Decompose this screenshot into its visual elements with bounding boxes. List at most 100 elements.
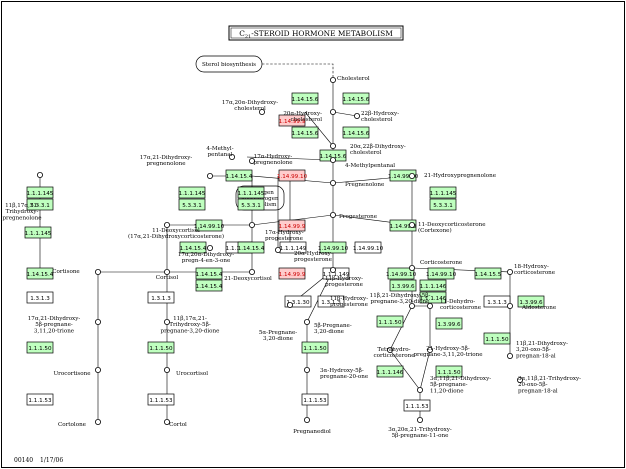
enzyme-box[interactable]: 1.14.15.4 xyxy=(180,241,207,254)
enzyme-box[interactable]: 1.14.15.5 xyxy=(475,267,502,280)
compound[interactable]: 17α,20α-Dihydroxy-cholesterol xyxy=(222,100,278,116)
compound-node[interactable] xyxy=(248,157,255,164)
enzyme-box-rect[interactable] xyxy=(517,295,545,308)
enzyme-box[interactable]: 1.14.99.9 xyxy=(389,219,417,232)
enzyme-box[interactable]: 1.14.99.9 xyxy=(278,114,306,127)
compound[interactable]: Aldosterone xyxy=(506,302,557,311)
compound-node[interactable] xyxy=(37,171,44,178)
enzyme-box-rect[interactable] xyxy=(419,291,447,304)
compound[interactable]: 5β-Pregnane-3,20-dione xyxy=(303,318,352,335)
enzyme-box-rect[interactable] xyxy=(278,114,306,127)
enzyme-box[interactable]: 1.14.15.4 xyxy=(195,267,223,280)
enzyme-box[interactable]: 5.3.3.1 xyxy=(178,198,206,211)
enzyme-box[interactable]: 1.14.15.6 xyxy=(292,92,319,105)
compound[interactable]: 11β,21-Dihydroxy-5β-pregnane-3,20-dione xyxy=(370,293,431,309)
enzyme-box-rect[interactable] xyxy=(24,226,52,239)
enzyme-box-rect[interactable] xyxy=(195,267,223,280)
enzyme-box-rect[interactable] xyxy=(26,198,54,211)
compound[interactable]: 11β,17α,21-Trihydroxy-pregnenolone xyxy=(2,171,44,221)
enzyme-box[interactable]: 1.14.99.10 xyxy=(318,241,349,254)
enzyme-box[interactable]: 1.3.1.3 xyxy=(483,295,511,308)
enzyme-box[interactable]: 1.14.99.10 xyxy=(353,241,384,254)
compound-node[interactable] xyxy=(329,77,336,84)
compound[interactable]: 5α-Pregnane-3,20-dione xyxy=(259,301,297,342)
enzyme-box[interactable]: 1.1.1.145 xyxy=(429,186,457,199)
enzyme-box-rect[interactable] xyxy=(435,365,463,378)
enzyme-box-rect[interactable] xyxy=(291,126,319,139)
enzyme-box[interactable]: 1.14.15.6 xyxy=(342,92,370,105)
compound-node[interactable] xyxy=(95,268,102,275)
enzyme-box-rect[interactable] xyxy=(483,295,511,308)
compound[interactable]: Corticosterone xyxy=(408,260,463,271)
enzyme-box-rect[interactable] xyxy=(389,219,417,232)
compound[interactable]: 11-Dehydro-corticosterone xyxy=(426,299,482,311)
compound[interactable]: Cortisone xyxy=(52,268,102,275)
enzyme-box[interactable]: 1.1.1.50 xyxy=(301,341,329,354)
enzyme-box[interactable]: 1.1.1.50 xyxy=(26,341,54,354)
enzyme-box-rect[interactable] xyxy=(237,198,265,211)
enzyme-box[interactable]: 1.3.1.30 xyxy=(284,295,312,308)
enzyme-box-rect[interactable] xyxy=(301,393,329,406)
compound[interactable]: 20α,22β-Dihydroxy-cholesterol xyxy=(329,142,406,156)
compound[interactable]: 4-Methyl-pentanal xyxy=(206,146,235,160)
compound-node[interactable] xyxy=(95,418,102,425)
compound-node[interactable] xyxy=(274,246,281,253)
compound[interactable]: 11-Deoxycorticosterone(Cortexone) xyxy=(408,221,486,234)
enzyme-box[interactable]: 1.14.99.10 xyxy=(426,267,457,280)
enzyme-box[interactable]: 1.1.1.145 xyxy=(24,226,52,239)
enzyme-box-rect[interactable] xyxy=(147,393,175,406)
compound-node[interactable] xyxy=(408,172,415,179)
compound-node[interactable] xyxy=(95,366,102,373)
enzyme-box-rect[interactable] xyxy=(26,186,54,199)
compound[interactable]: 17α,20α-Dihydroxy-pregn-4-en-3-one xyxy=(178,244,234,264)
enzyme-box-rect[interactable] xyxy=(387,267,415,280)
enzyme-box[interactable]: 1.14.15.4 xyxy=(226,169,253,182)
compound[interactable]: Progesterone xyxy=(329,211,378,220)
compound-node[interactable] xyxy=(303,416,310,423)
compound[interactable]: 4-Methylpentanal xyxy=(329,156,395,169)
enzyme-box-rect[interactable] xyxy=(403,399,431,412)
compound[interactable]: 18-Hydroxy-corticosterone xyxy=(506,264,556,276)
compound-node[interactable] xyxy=(258,109,265,116)
compound-node[interactable] xyxy=(329,142,336,149)
compound-node[interactable] xyxy=(303,318,310,325)
enzyme-box[interactable]: 1.14.15.4 xyxy=(27,267,54,280)
enzyme-box-rect[interactable] xyxy=(376,315,404,328)
compound-node[interactable] xyxy=(286,301,293,308)
enzyme-box[interactable]: 1.14.99.10 xyxy=(388,169,419,182)
enzyme-box[interactable]: 1.1.1.149 xyxy=(279,241,307,254)
enzyme-box-rect[interactable] xyxy=(342,126,370,139)
enzyme-box[interactable]: 1.1.1.53 xyxy=(26,393,54,406)
compound[interactable]: 17α,21-Dihydroxy-pregnenolone xyxy=(140,155,213,179)
enzyme-box[interactable]: 1.1.1.146 xyxy=(419,291,447,304)
enzyme-box-rect[interactable] xyxy=(278,169,306,182)
enzyme-box[interactable]: 1.1.1.53 xyxy=(301,393,329,406)
compound[interactable]: Pregnanediol xyxy=(293,416,331,435)
compound[interactable]: 21-Hydroxypregnenolone xyxy=(408,172,497,179)
compound[interactable]: 17α,21-Dihydroxy-5β-pregnane-3,11,20-tri… xyxy=(28,316,102,334)
enzyme-box[interactable]: 1.1.1.50 xyxy=(147,341,175,354)
enzyme-box[interactable]: 1.14.15.4 xyxy=(238,241,265,254)
compound-node[interactable] xyxy=(163,318,170,325)
compound-node[interactable] xyxy=(248,268,255,275)
compound[interactable]: 22β-Hydroxy-cholesterol xyxy=(353,111,399,123)
enzyme-box[interactable]: 1.1.1.146 xyxy=(420,279,447,292)
enzyme-box-rect[interactable] xyxy=(389,169,417,182)
compound-node[interactable] xyxy=(303,366,310,373)
compound-node[interactable] xyxy=(386,346,393,353)
enzyme-box[interactable]: 1.1.1.53 xyxy=(147,393,175,406)
enzyme-box[interactable]: 1.14.99.9 xyxy=(279,267,306,280)
enzyme-box-rect[interactable] xyxy=(317,295,345,308)
enzyme-box[interactable]: 1.3.99.6 xyxy=(517,295,545,308)
enzyme-box-rect[interactable] xyxy=(342,92,370,105)
enzyme-box[interactable]: 1.1.1.50 xyxy=(483,332,511,345)
enzyme-box[interactable]: 1.1.1.149 xyxy=(323,267,350,280)
enzyme-box-rect[interactable] xyxy=(178,198,206,211)
compound-node[interactable] xyxy=(416,416,423,423)
enzyme-box-rect[interactable] xyxy=(429,186,457,199)
compound[interactable]: 20α-Hydroxy-cholesterol xyxy=(283,109,336,123)
enzyme-box-rect[interactable] xyxy=(147,291,175,304)
enzyme-box-rect[interactable] xyxy=(279,241,307,254)
compound-node[interactable] xyxy=(163,418,170,425)
enzyme-box[interactable]: 1.14.99.10 xyxy=(277,169,308,182)
